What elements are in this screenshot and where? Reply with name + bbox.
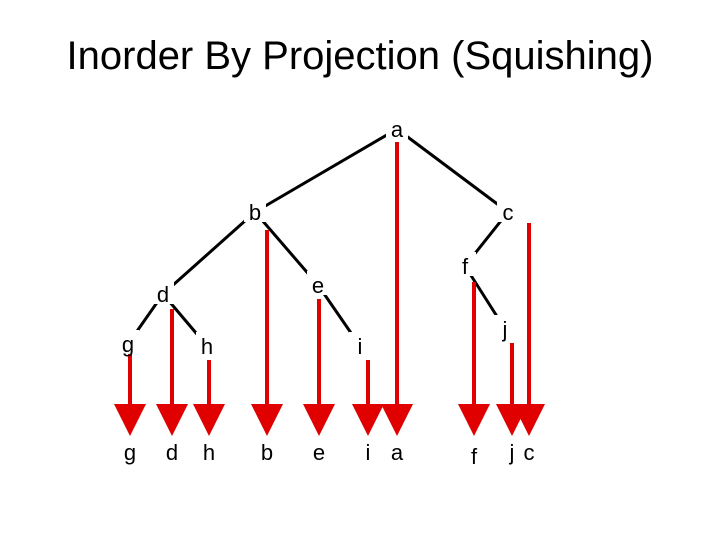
output-letter-f: f (471, 444, 478, 469)
node-bg-a (386, 115, 408, 139)
projection-arrows (114, 142, 545, 436)
node-bg-j (494, 315, 516, 339)
edge-a-c (396, 127, 509, 214)
node-c: c (503, 200, 514, 225)
node-d: d (157, 282, 169, 307)
node-i: i (358, 334, 363, 359)
edge-a-b (254, 127, 398, 214)
node-bg-d (152, 280, 174, 304)
output-letter-j: j (509, 440, 515, 465)
output-letter-c: c (524, 440, 535, 465)
output-letter-a: a (391, 440, 404, 465)
node-f: f (462, 254, 469, 279)
output-letter-i: i (366, 440, 371, 465)
node-bg-g (117, 330, 139, 354)
node-bg-i (349, 332, 371, 356)
node-h: h (201, 334, 213, 359)
node-bg-c (497, 198, 519, 222)
output-letter-h: h (203, 440, 215, 465)
node-a: a (391, 117, 404, 142)
node-g: g (122, 332, 134, 357)
node-bg-f (454, 252, 476, 276)
page-title: Inorder By Projection (Squishing) (66, 34, 654, 78)
node-bg-b (244, 198, 266, 222)
node-bg-e (307, 271, 329, 295)
tree-nodes: a b c d e f g h i j (117, 115, 519, 359)
output-letter-g: g (124, 440, 136, 465)
output-letter-d: d (166, 440, 178, 465)
node-e: e (312, 273, 324, 298)
edge-b-d (162, 210, 256, 296)
node-bg-h (196, 332, 218, 356)
node-j: j (502, 317, 508, 342)
node-b: b (249, 200, 261, 225)
output-letter-b: b (261, 440, 273, 465)
output-letter-e: e (313, 440, 325, 465)
